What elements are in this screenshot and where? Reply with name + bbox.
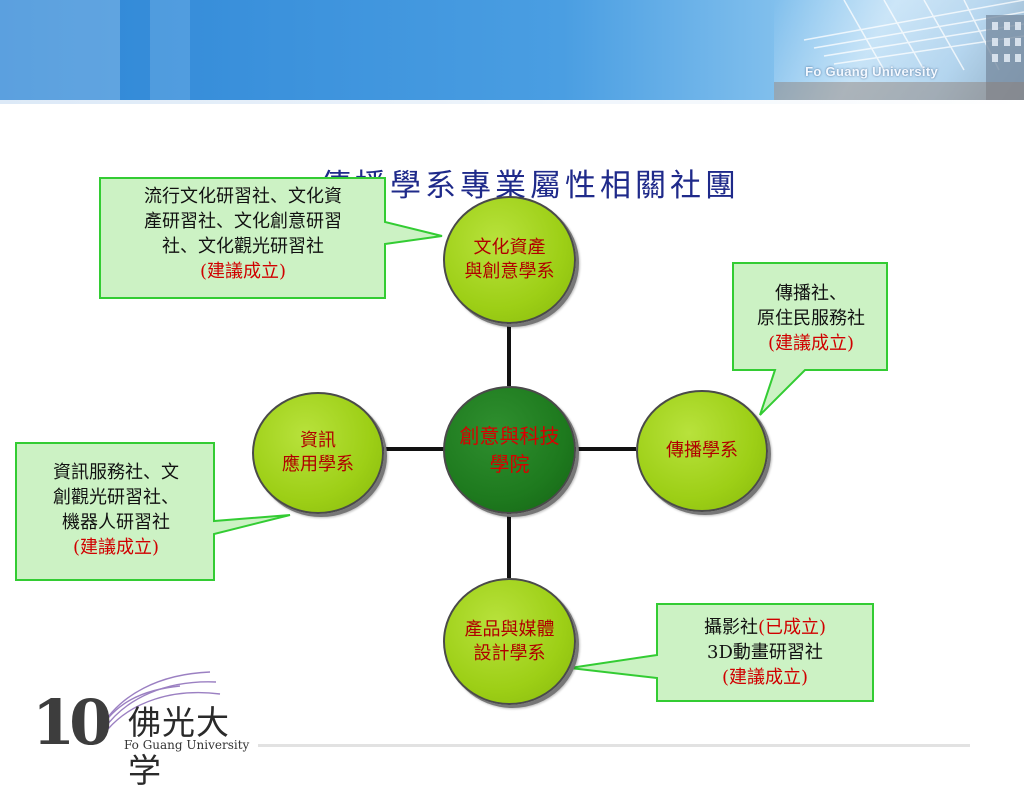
connector-bottom xyxy=(507,512,511,578)
university-logo: 10 佛光大学 Fo Guang University xyxy=(30,660,260,790)
node-left-line2: 應用學系 xyxy=(282,454,354,475)
node-right-line1: 傳播學系 xyxy=(666,440,738,461)
center-line2: 學院 xyxy=(489,452,530,476)
connector-right xyxy=(572,447,636,451)
callout-top-left-line2: 產研習社、文化創意研習 xyxy=(144,211,342,232)
campus-building-illustration xyxy=(774,0,1024,100)
node-communication: 傳播學系 xyxy=(636,390,768,512)
callout-left-line2: 創觀光研習社、 xyxy=(53,487,179,508)
callout-bottom-right-line1-prefix: 攝影社 xyxy=(703,617,758,638)
callout-bottom-right-status: (建議成立) xyxy=(721,667,809,688)
footer-divider xyxy=(258,744,970,747)
connector-left xyxy=(382,447,446,451)
callout-bottom-right-line2: 3D動畫研習社 xyxy=(707,642,823,663)
center-line1: 創意與科技 xyxy=(459,424,560,448)
callout-right-shape xyxy=(732,262,888,416)
header-banner: Fo Guang University xyxy=(0,0,1024,100)
banner-stripe xyxy=(150,0,190,100)
callout-bottom-right-line1: 攝影社(已成立) xyxy=(660,615,870,640)
callout-left: 資訊服務社、文 創觀光研習社、 機器人研習社 (建議成立) xyxy=(20,460,212,560)
connector-top xyxy=(507,322,511,386)
campus-photo xyxy=(774,0,1024,100)
callout-right: 傳播社、 原住民服務社 (建議成立) xyxy=(737,281,885,356)
callout-left-line3: 機器人研習社 xyxy=(62,512,170,533)
node-bottom-line1: 產品與媒體 xyxy=(464,618,555,640)
logo-anniversary-number: 10 xyxy=(32,686,112,759)
node-information-application: 資訊 應用學系 xyxy=(252,392,384,514)
university-name-banner: Fo Guang University xyxy=(805,64,938,79)
node-cultural-heritage-creative: 文化資產 與創意學系 xyxy=(443,196,576,324)
callout-top-left-status: (建議成立) xyxy=(199,261,287,282)
callout-left-shape xyxy=(15,442,291,581)
node-bottom-line2: 設計學系 xyxy=(473,642,546,664)
callout-top-left: 流行文化研習社、文化資 產研習社、文化創意研習 社、文化觀光研習社 (建議成立) xyxy=(104,184,382,284)
node-left-line1: 資訊 xyxy=(300,430,336,451)
banner-divider xyxy=(0,100,1024,104)
callout-bottom-right-shape xyxy=(569,603,874,702)
node-product-media-design: 產品與媒體 設計學系 xyxy=(443,578,576,705)
callout-top-left-shape xyxy=(99,177,443,299)
callout-bottom-right: 攝影社(已成立) 3D動畫研習社 (建議成立) xyxy=(660,615,870,690)
callout-right-line2: 原住民服務社 xyxy=(757,308,865,329)
callout-top-left-line1: 流行文化研習社、文化資 xyxy=(144,186,342,207)
callout-shapes xyxy=(15,177,888,702)
node-top-line2: 與創意學系 xyxy=(464,261,555,282)
node-college-creativity-technology: 創意與科技 學院 xyxy=(443,386,576,514)
callout-left-line1: 資訊服務社、文 xyxy=(53,462,179,483)
banner-stripe xyxy=(0,0,120,100)
butterfly-wing-icon xyxy=(99,671,221,730)
callout-right-line1: 傳播社、 xyxy=(775,283,847,304)
node-top-line1: 文化資產 xyxy=(473,237,546,258)
callout-top-left-line3: 社、文化觀光研習社 xyxy=(162,236,324,257)
callout-right-status: (建議成立) xyxy=(767,333,855,354)
logo-english-name: Fo Guang University xyxy=(124,738,250,752)
callout-bottom-right-line1-status: (已成立) xyxy=(757,617,827,638)
callout-left-status: (建議成立) xyxy=(72,537,160,558)
